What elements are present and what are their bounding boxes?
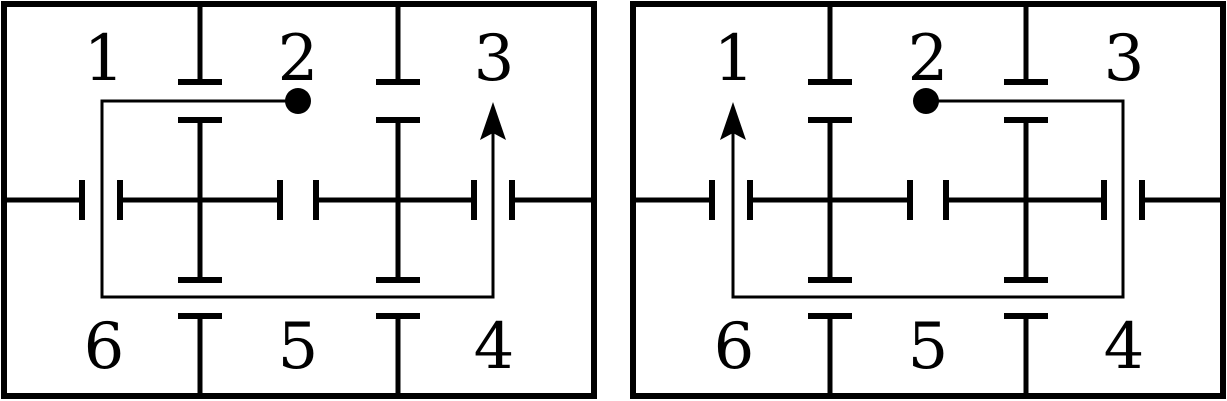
route-path-left (100, 99, 495, 299)
room-label-right-1: 1 (714, 22, 755, 96)
route-arrowhead-right (720, 102, 746, 140)
room-label-right-3: 3 (1104, 22, 1145, 96)
room-label-left-2: 2 (278, 22, 319, 96)
room-label-right-2: 2 (908, 22, 949, 96)
panel-right: 1 2 3 6 5 4 (630, 1, 1226, 399)
room-label-left-6: 6 (84, 310, 125, 384)
room-label-left-3: 3 (474, 22, 515, 96)
room-label-right-4: 4 (1104, 310, 1145, 384)
room-label-left-4: 4 (474, 310, 515, 384)
route-start-dot-left (285, 88, 311, 114)
room-label-left-5: 5 (278, 310, 319, 384)
room-label-right-5: 5 (908, 310, 949, 384)
route-start-dot-right (913, 88, 939, 114)
route-arrowhead-left (480, 102, 506, 140)
route-path-right (731, 99, 1125, 299)
panel-left: 1 2 3 6 5 4 (1, 1, 597, 399)
room-label-right-6: 6 (714, 310, 755, 384)
room-label-left-1: 1 (84, 22, 125, 96)
